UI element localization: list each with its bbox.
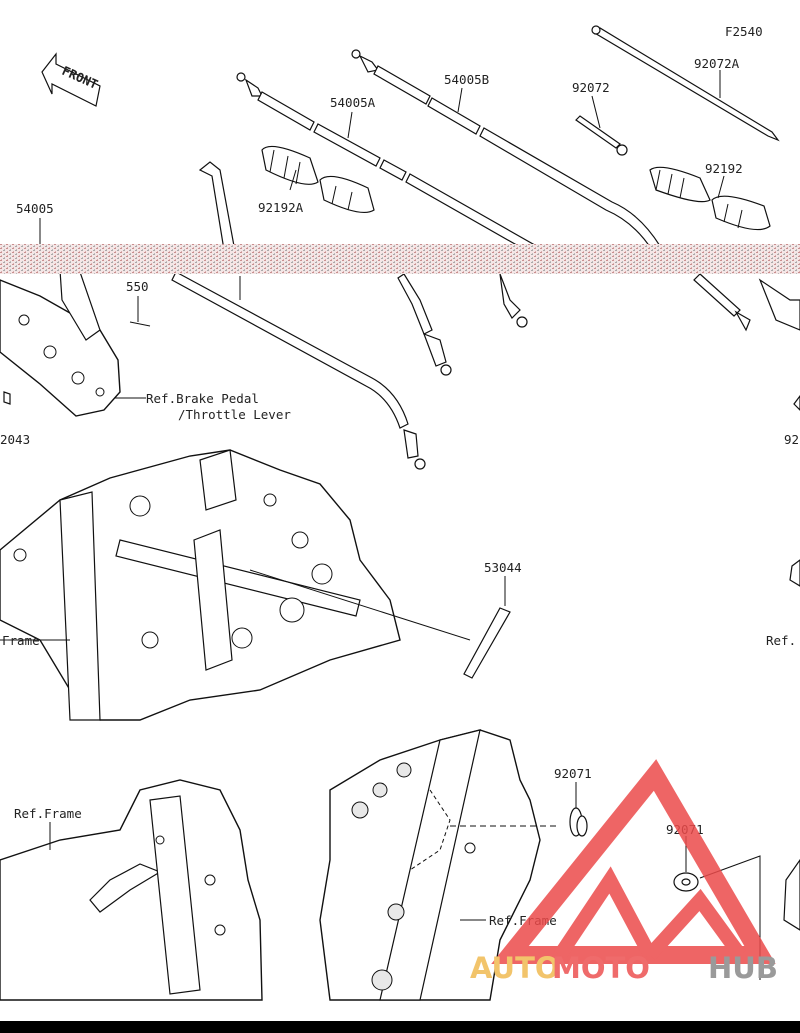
callout-53044: 53044 [484,560,522,575]
watermark-logo-icon [491,759,776,964]
callout-92072a: 92072A [694,56,740,71]
grommet-92071-a [569,782,588,837]
ref-frame-right: Ref. [766,633,796,648]
callout-92043: 2043 [0,432,30,447]
frame-bottom-center [319,729,556,1001]
callout-54005b: 54005B [444,72,489,87]
cable-54005a [236,72,541,257]
cable-54005 [171,161,426,470]
grommet-92192 [649,166,771,231]
ref-brake-pedal: Ref.Brake Pedal [146,391,259,406]
frame-bottom-left [0,779,263,1001]
front-arrow: FRONT [41,52,101,107]
callout-92072: 92072 [572,80,610,95]
strip-53044 [463,576,511,679]
callout-92192: 92192 [705,161,743,176]
grommet-92192a [261,145,375,213]
scan-noise-band [0,244,800,274]
cable-54005b [351,49,661,251]
callout-92-right: 92 [784,432,799,447]
callout-92192a: 92192A [258,200,304,215]
clamp-92072 [575,95,628,156]
frame-middle [0,449,471,721]
watermark-text-hub: HUB [708,951,778,985]
frame-bottom-right-edge [783,858,800,931]
ref-frame-left: Frame [2,633,40,648]
watermark-text-auto: AUTO [470,951,560,985]
bottom-bar [0,1021,800,1033]
callout-54005a: 54005A [330,95,376,110]
ref-frame-bottom-left: Ref.Frame [14,806,82,821]
callout-550: 550 [126,279,149,294]
figure-code: F2540 [725,24,763,39]
tie-band-92072a [591,25,780,142]
frame-right-edge [789,395,800,587]
callout-54005: 54005 [16,201,54,216]
ref-throttle-lever: /Throttle Lever [178,407,291,422]
callout-92071-a: 92071 [554,766,592,781]
cable-end-right [693,273,800,332]
watermark-text-moto: MOTO [552,951,650,985]
cable-end-center [397,273,528,376]
